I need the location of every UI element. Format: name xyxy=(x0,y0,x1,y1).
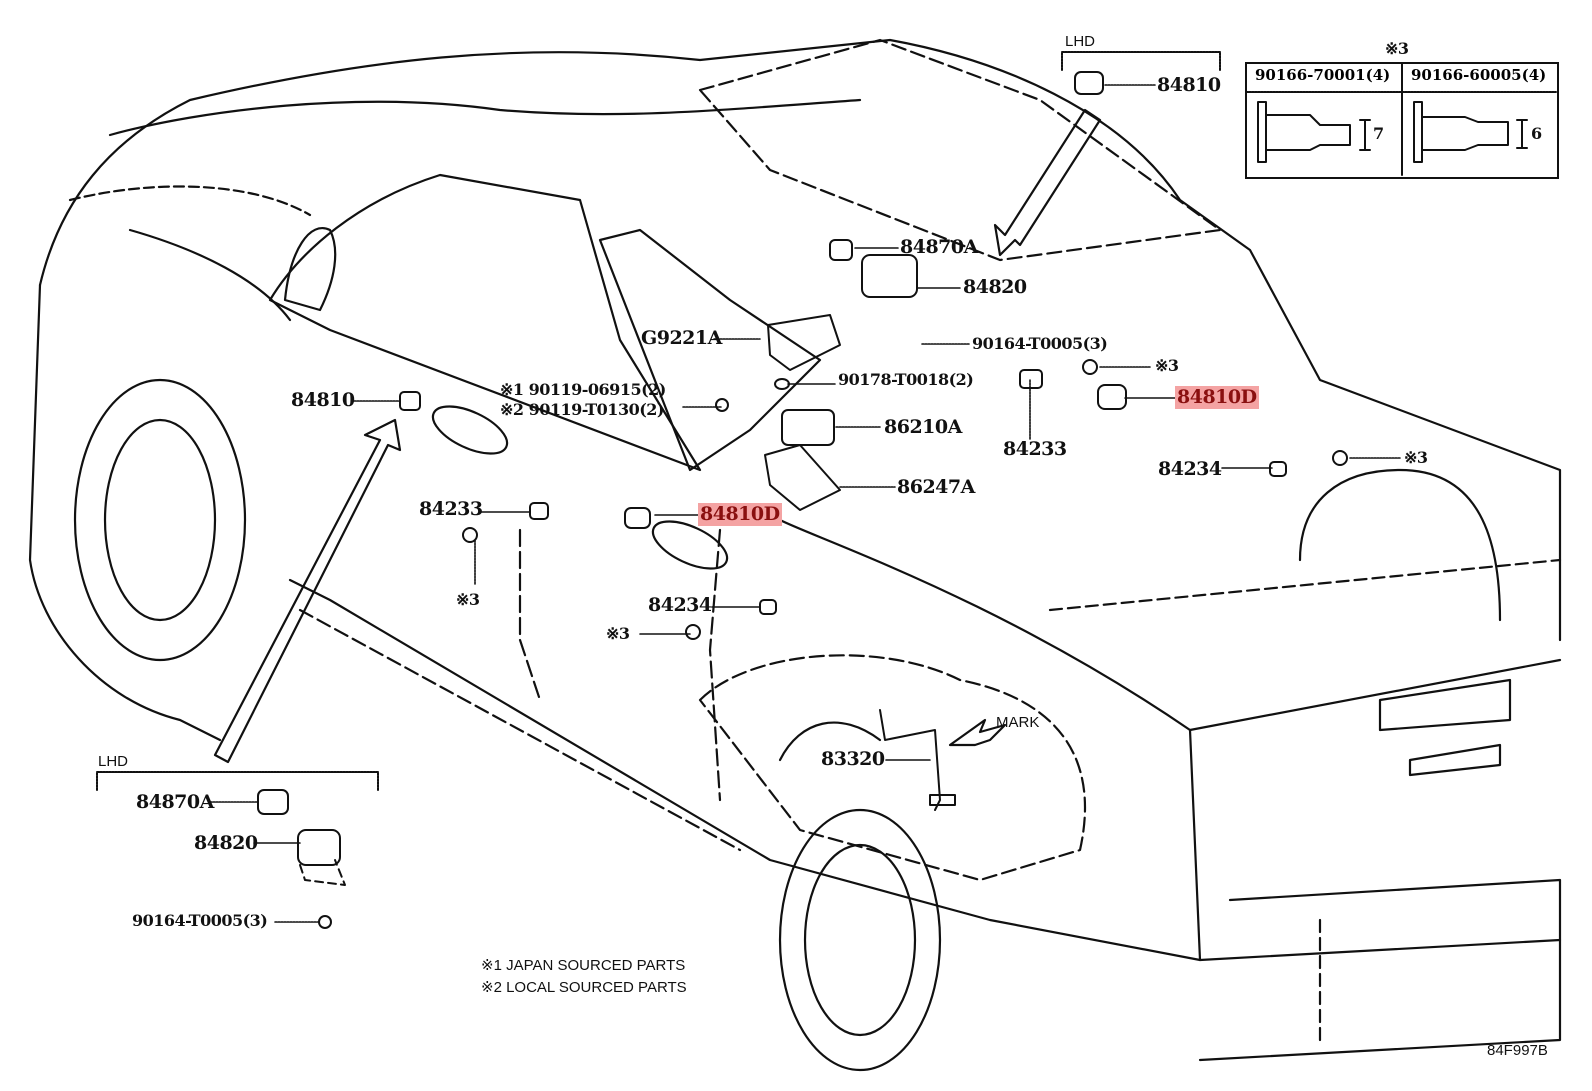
clip-table-note: ※3 xyxy=(1385,39,1409,58)
callout-86247a[interactable]: 86247A xyxy=(897,476,975,498)
callout-g9221a[interactable]: G9221A xyxy=(641,327,722,349)
callout-84233-left[interactable]: 84233 xyxy=(419,498,483,520)
callout-bolt-local[interactable]: ※2 90119-T0130(2) xyxy=(500,400,664,419)
fuel-tank xyxy=(698,654,1087,882)
clip-part-2: 90166-60005(4) xyxy=(1411,66,1547,84)
callout-bolt-japan[interactable]: ※1 90119-06915(2) xyxy=(500,380,666,399)
callout-90164-t0005-lhd[interactable]: 90164-T0005(3) xyxy=(132,911,268,930)
callout-84810d-center[interactable]: 84810D xyxy=(698,503,782,526)
callout-84870a-lhd[interactable]: 84870A xyxy=(136,791,214,813)
clip-part-1: 90166-70001(4) xyxy=(1255,66,1391,84)
callout-90178-t0018[interactable]: 90178-T0018(2) xyxy=(838,370,974,389)
note3-right: ※3 xyxy=(1404,448,1428,467)
callout-84233-right[interactable]: 84233 xyxy=(1003,438,1067,460)
callout-84820-lhd[interactable]: 84820 xyxy=(194,832,258,854)
callout-90164-t0005[interactable]: 90164-T0005(3) xyxy=(972,334,1108,353)
diagram-code: 84F997B xyxy=(1487,1042,1548,1059)
door-lines xyxy=(431,405,729,802)
callout-84234-right[interactable]: 84234 xyxy=(1158,458,1222,480)
lhd-brackets xyxy=(96,51,1221,791)
callout-84820[interactable]: 84820 xyxy=(963,276,1027,298)
vehicle-body xyxy=(28,38,1562,1062)
legend-japan-sourced: ※1 JAPAN SOURCED PARTS xyxy=(481,957,686,974)
note3-right-top: ※3 xyxy=(1155,356,1179,375)
leader-lines xyxy=(209,84,1401,923)
legend-local-sourced: ※2 LOCAL SOURCED PARTS xyxy=(481,979,687,996)
note3-center: ※3 xyxy=(606,624,630,643)
callout-86210a[interactable]: 86210A xyxy=(884,416,962,438)
wheels xyxy=(73,378,942,1072)
clip-dimension-2: 6 xyxy=(1531,124,1542,143)
clip-dimension-1: 7 xyxy=(1373,124,1384,143)
windows xyxy=(268,173,822,472)
callout-84810-lhd[interactable]: 84810 xyxy=(1157,74,1221,96)
part-glyphs xyxy=(257,71,1348,929)
lhd-label-bottom: LHD xyxy=(98,753,129,770)
note3-left: ※3 xyxy=(456,590,480,609)
clip-specification-table xyxy=(1245,62,1559,179)
lhd-label-top: LHD xyxy=(1065,33,1096,50)
callout-83320[interactable]: 83320 xyxy=(821,748,885,770)
callout-84234-center[interactable]: 84234 xyxy=(648,594,712,616)
callout-84870a[interactable]: 84870A xyxy=(900,236,978,258)
callout-84810d-right[interactable]: 84810D xyxy=(1175,386,1259,409)
mark-label: MARK xyxy=(996,714,1040,731)
clip-table-drawings xyxy=(1245,62,1557,176)
callout-84810-left[interactable]: 84810 xyxy=(291,389,355,411)
arrows xyxy=(213,108,1102,764)
